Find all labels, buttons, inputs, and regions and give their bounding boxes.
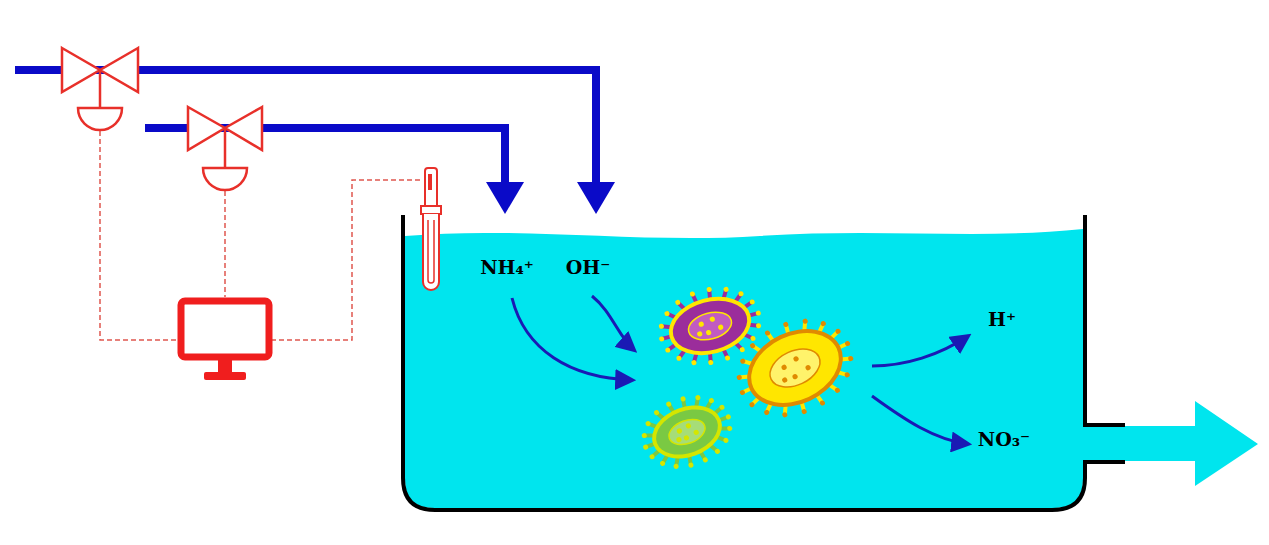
pipe-arrowhead — [577, 182, 615, 214]
control-valve — [62, 48, 138, 130]
ion-label: NO₃⁻ — [978, 428, 1030, 451]
control-valve — [188, 107, 262, 190]
pipe-arrowhead — [486, 182, 524, 214]
outlet-arrow — [1083, 401, 1258, 486]
tank-wall — [1085, 215, 1125, 425]
ion-label: OH⁻ — [566, 256, 611, 279]
ion-label: NH₄⁺ — [480, 256, 534, 279]
flow-arrow — [592, 296, 634, 350]
water — [405, 229, 1083, 508]
ion-label: H⁺ — [988, 308, 1016, 331]
controller-monitor — [181, 301, 269, 380]
signal-line — [100, 131, 178, 340]
feed-pipe — [15, 70, 596, 184]
tank-wall — [403, 215, 1125, 510]
bacterium — [721, 301, 869, 435]
signal-line — [272, 180, 420, 340]
flow-arrow — [872, 396, 968, 444]
flow-arrow — [512, 298, 632, 380]
bacterium — [631, 383, 742, 481]
signal-line — [224, 191, 226, 297]
flow-arrow — [872, 336, 968, 366]
ph-probe — [421, 168, 441, 290]
